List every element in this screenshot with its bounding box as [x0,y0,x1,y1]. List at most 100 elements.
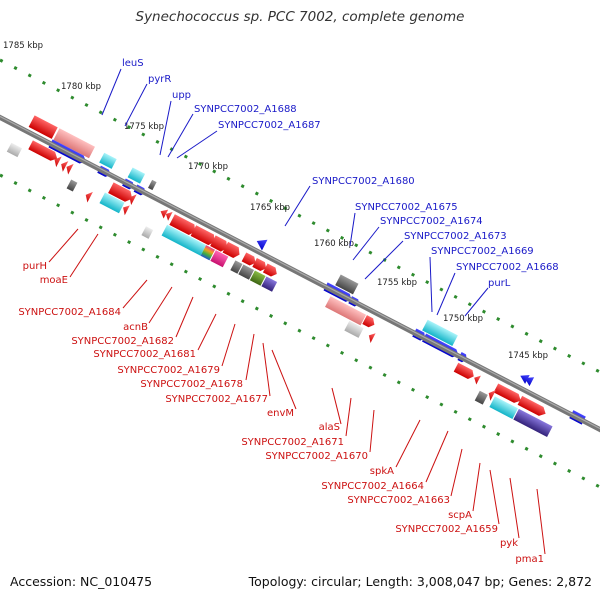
gene-label: purH [23,261,47,272]
gene-label: spkA [370,466,394,477]
gene [517,395,546,416]
gene [190,225,215,246]
gene-label: purL [488,278,511,289]
gene [262,263,277,277]
track-inner [0,173,600,489]
kbp-tick: 1785 kbp [3,41,43,51]
gene [99,192,125,214]
gene [241,252,256,266]
leaders-top [101,68,489,317]
gene-label: SYNPCC7002_A1681 [93,349,196,360]
kbp-tick: 1760 kbp [314,239,354,249]
gene-label: SYNPCC7002_A1688 [194,104,297,115]
gene [161,224,207,256]
gene [210,250,229,268]
gene-label: leuS [122,58,144,69]
genome-backbone [0,114,600,433]
gene [160,209,169,219]
gene-label: upp [172,90,191,101]
gene [123,205,130,216]
gene [230,260,243,274]
gene [453,362,474,379]
genes-reverse [6,140,553,437]
gene-label: SYNPCC7002_A1679 [117,365,220,376]
gene-label: acnB [123,322,148,333]
gene-label: envM [267,408,294,419]
gene [66,163,74,175]
gene [108,182,133,202]
gene [261,276,278,292]
gene-label: SYNPCC7002_A1682 [71,336,174,347]
gene [524,377,535,387]
kbp-ticks: 1785 kbp 1780 kbp 1775 kbp 1770 kbp 1765… [3,41,548,361]
gene [344,320,364,338]
gene-label: scpA [448,510,472,521]
gene [53,128,95,159]
gene-label: SYNPCC7002_A1677 [165,394,268,405]
gene-label: moaE [40,275,68,286]
kbp-tick: 1745 kbp [508,351,548,361]
gene [488,390,496,401]
kbp-tick: 1770 kbp [188,162,228,172]
gene-label: SYNPCC7002_A1687 [218,120,321,131]
gene-label: pyrR [148,74,171,85]
gene-label: SYNPCC7002_A1663 [347,495,450,506]
gene [85,191,93,203]
gene [422,319,458,347]
gene [141,226,154,239]
gene [493,383,521,403]
gene [169,214,196,235]
map-title: Synechococcus sp. PCC 7002, complete gen… [135,9,465,25]
gene [474,390,488,405]
gene-label: SYNPCC7002_A1678 [140,379,243,390]
gene [210,235,228,252]
gene [238,264,255,280]
kbp-tick: 1775 kbp [124,122,164,132]
gene-labels-top: leuS pyrR upp SYNPCC7002_A1688 SYNPCC700… [122,58,559,289]
gene-label: SYNPCC7002_A1670 [265,451,368,462]
gene [362,315,375,328]
gene [127,167,146,184]
gene-label: SYNPCC7002_A1668 [456,262,559,273]
gene [200,245,216,261]
gene [66,179,78,192]
gene [222,241,240,259]
gene-label: SYNPCC7002_A1684 [18,307,121,318]
gene [165,211,173,221]
gene [28,140,58,161]
gene [252,257,267,272]
gene-labels-bottom: purH moaE SYNPCC7002_A1684 acnB SYNPCC70… [18,261,544,565]
gene [28,115,58,139]
kbp-tick: 1755 kbp [377,278,417,288]
gene-label: SYNPCC7002_A1680 [312,176,415,187]
gene-label: SYNPCC7002_A1664 [321,481,424,492]
gene [54,156,62,168]
gene [99,152,117,169]
gene [147,179,157,191]
kbp-tick: 1750 kbp [443,314,483,324]
gene [368,333,376,343]
gene [129,194,137,206]
gene [489,396,518,420]
accession-label: Accession: NC_010475 [10,574,153,589]
gene [61,161,69,172]
kbp-tick: 1765 kbp [250,203,290,213]
gene [474,375,481,385]
gene [513,408,553,437]
track-outer [0,58,600,374]
gene-label: SYNPCC7002_A1669 [431,246,534,257]
gene-label: SYNPCC7002_A1675 [355,202,458,213]
gene-label: SYNPCC7002_A1671 [241,437,344,448]
gene-label: pma1 [515,554,544,565]
gene [249,270,266,286]
gene [520,375,530,384]
gene [256,239,268,251]
gene [325,296,367,326]
gene-label: alaS [319,422,340,433]
leaders-bottom [48,228,546,555]
gene-label: SYNPCC7002_A1673 [404,231,507,242]
topology-label: Topology: circular; Length: 3,008,047 bp… [248,574,592,589]
gene-label: SYNPCC7002_A1674 [380,216,483,227]
kbp-tick: 1780 kbp [61,82,101,92]
